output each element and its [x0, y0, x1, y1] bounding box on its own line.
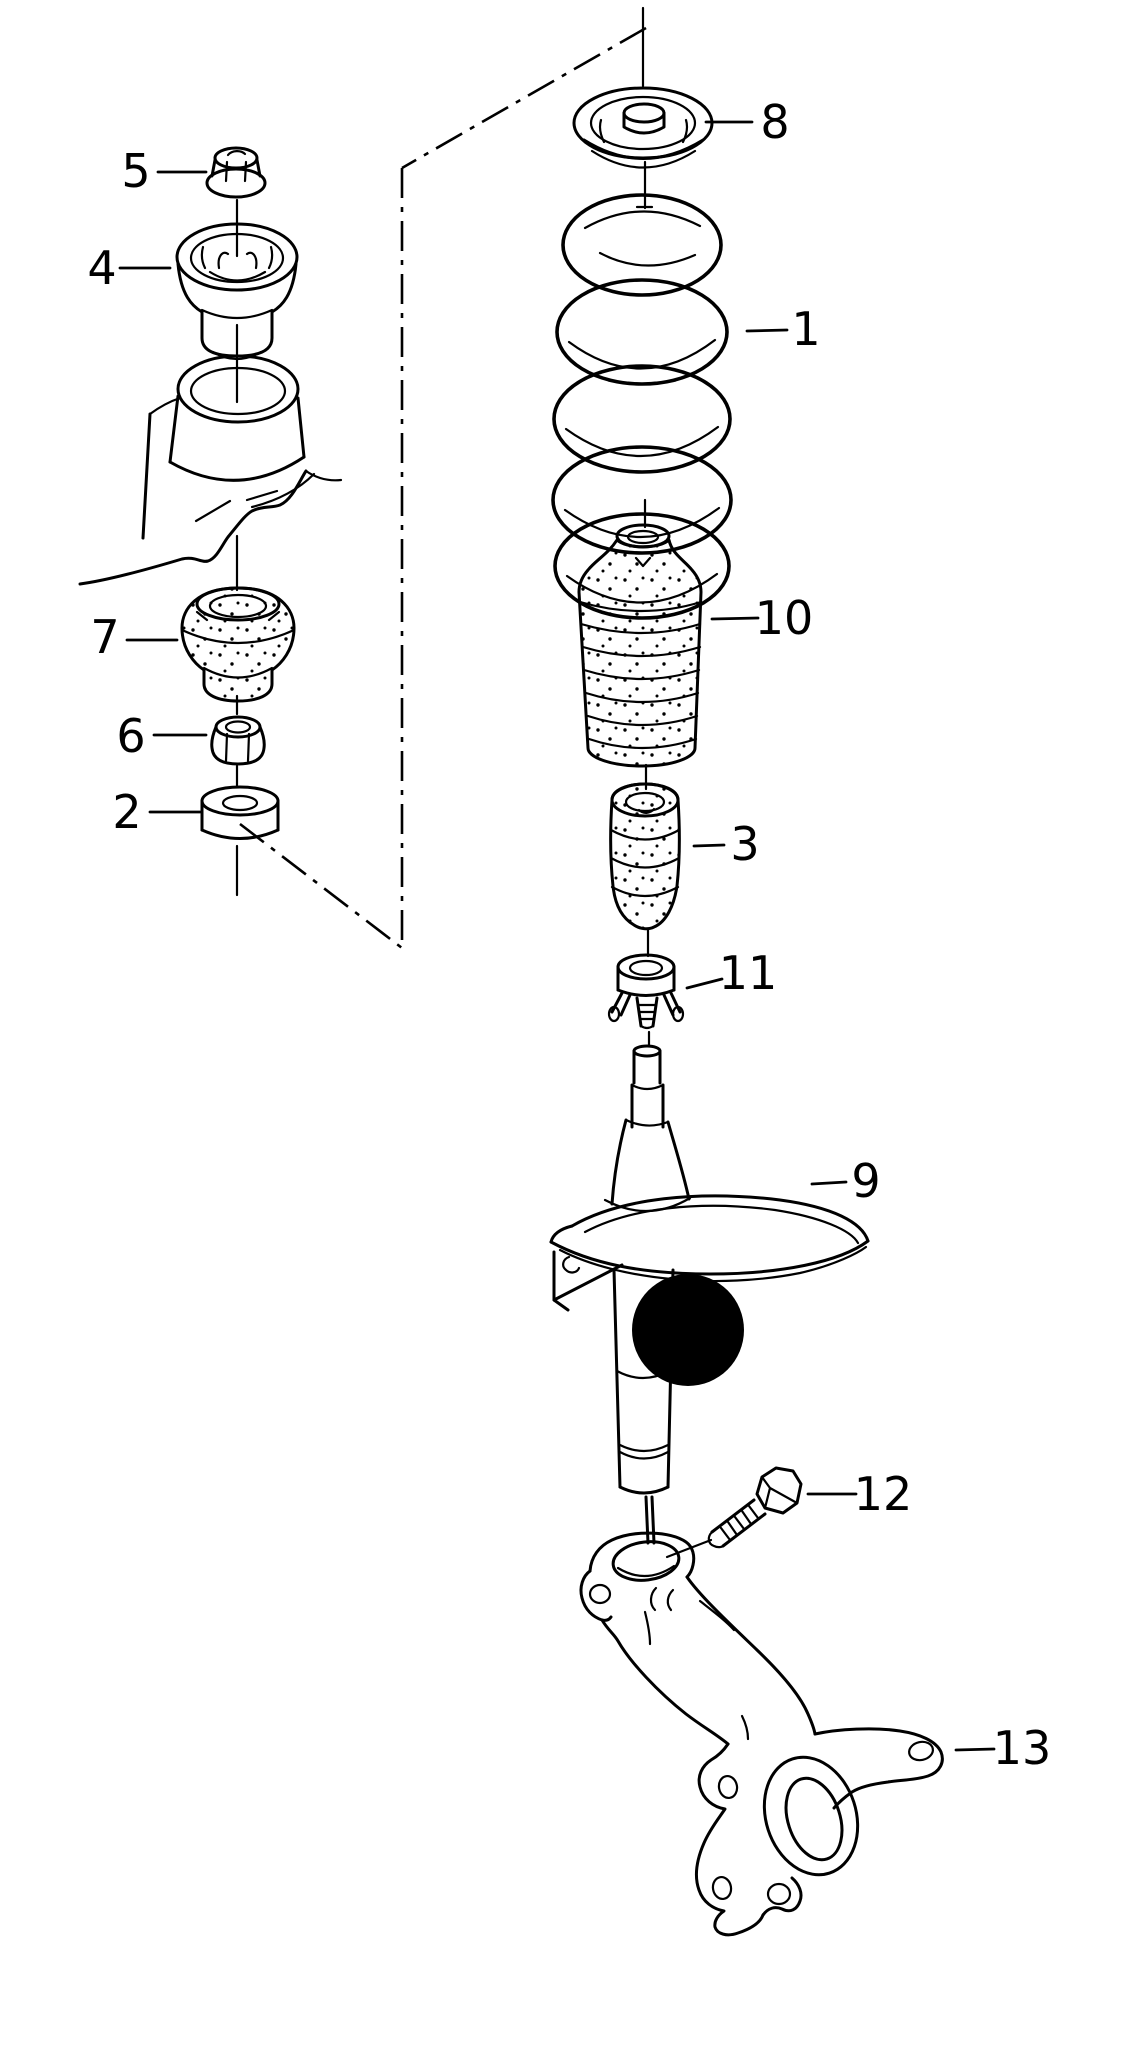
callout-4[interactable]: 4: [87, 241, 116, 295]
part-11-retaining-cap: [607, 953, 685, 1030]
leader-10: [710, 616, 760, 621]
callout-3[interactable]: 3: [730, 817, 759, 871]
part-13-steering-knuckle: [579, 1531, 944, 1937]
leader-1: [745, 328, 789, 333]
boundary-dash-dot-line: [239, 26, 647, 950]
callout-11[interactable]: 11: [719, 946, 778, 1000]
leader-9: [810, 1180, 848, 1186]
part-10-bellows: [577, 523, 703, 768]
callout-8[interactable]: 8: [760, 95, 789, 149]
leader-3: [692, 843, 726, 848]
artwork: 5 4 7 6 2 8 1 10 3 11 9 12 13: [78, 6, 1051, 1937]
part-3-bump-stop: [609, 782, 681, 931]
part-9-suspension-strut: [549, 1044, 870, 1559]
callout-12[interactable]: 12: [854, 1467, 913, 1521]
part-5-lock-nut: [205, 146, 267, 199]
callout-10[interactable]: 10: [755, 591, 814, 645]
body-mount-cone: [78, 354, 343, 586]
part-2-washer: [200, 785, 280, 840]
callout-labels: 5 4 7 6 2 8 1 10 3 11 9 12 13: [87, 95, 1051, 1775]
callout-7[interactable]: 7: [90, 610, 119, 664]
leader-lines: [118, 120, 996, 1752]
callout-9[interactable]: 9: [851, 1154, 880, 1208]
callout-13[interactable]: 13: [993, 1721, 1052, 1775]
callout-5[interactable]: 5: [121, 144, 150, 198]
callout-1[interactable]: 1: [791, 302, 820, 356]
part-7-rubber-bushing: [180, 586, 296, 703]
part-6-hex-nut: [210, 715, 266, 766]
leader-13: [954, 1747, 996, 1752]
part-12-clamp-bolt: [707, 1466, 803, 1549]
leader-11: [685, 977, 724, 990]
callout-6[interactable]: 6: [116, 709, 145, 763]
callout-2[interactable]: 2: [112, 785, 141, 839]
part-1-coil-spring: [551, 193, 733, 620]
highlight-dot[interactable]: [632, 1274, 744, 1386]
